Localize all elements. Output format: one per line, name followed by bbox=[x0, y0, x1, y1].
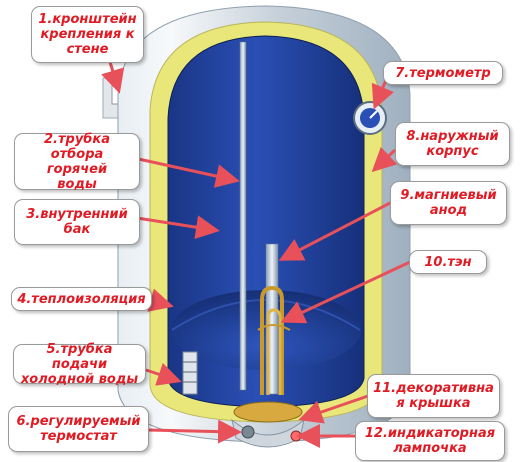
label-thermometer: 7.термометр bbox=[383, 61, 503, 85]
cold-water-pipe bbox=[182, 351, 198, 395]
label-anode: 9.магниевый анод bbox=[390, 181, 507, 225]
label-outer-case: 8.наружный корпус bbox=[395, 122, 510, 166]
arrow-outer-case bbox=[371, 146, 398, 173]
label-insulation: 4.теплоизоляция bbox=[11, 287, 152, 311]
arrow-thermometer bbox=[371, 79, 394, 110]
label-cover: 11.декоративна я крышка bbox=[367, 374, 500, 418]
label-cold-pipe: 5.трубка подачи холодной воды bbox=[13, 342, 146, 387]
arrow-thermostat bbox=[147, 419, 242, 444]
arrow-cold-pipe bbox=[145, 362, 182, 386]
label-bracket: 1.кронштейн крепления к стене bbox=[31, 6, 144, 63]
label-hot-pipe: 2.трубка отбора горячей воды bbox=[14, 132, 140, 192]
thermometer-dial bbox=[353, 101, 387, 135]
thermostat-knob bbox=[241, 425, 255, 439]
label-lamp: 12.индикаторная лампочка bbox=[355, 421, 505, 461]
label-heater: 10.тэн bbox=[409, 250, 487, 274]
hot-water-pipe bbox=[239, 41, 247, 391]
arrow-hot-pipe bbox=[133, 156, 240, 188]
arrow-bracket bbox=[101, 61, 125, 94]
heating-element bbox=[257, 285, 291, 395]
callout-arrows bbox=[101, 61, 411, 448]
label-inner-tank: 3.внутренний бак bbox=[14, 199, 140, 245]
indicator-lamp bbox=[290, 430, 302, 442]
arrow-anode bbox=[278, 200, 393, 261]
arrow-inner-tank bbox=[136, 215, 220, 240]
label-thermostat: 6.регулируемый термостат bbox=[8, 406, 149, 452]
arrow-insulation bbox=[147, 288, 174, 312]
arrow-cover bbox=[298, 394, 369, 424]
arrow-heater bbox=[280, 260, 411, 324]
